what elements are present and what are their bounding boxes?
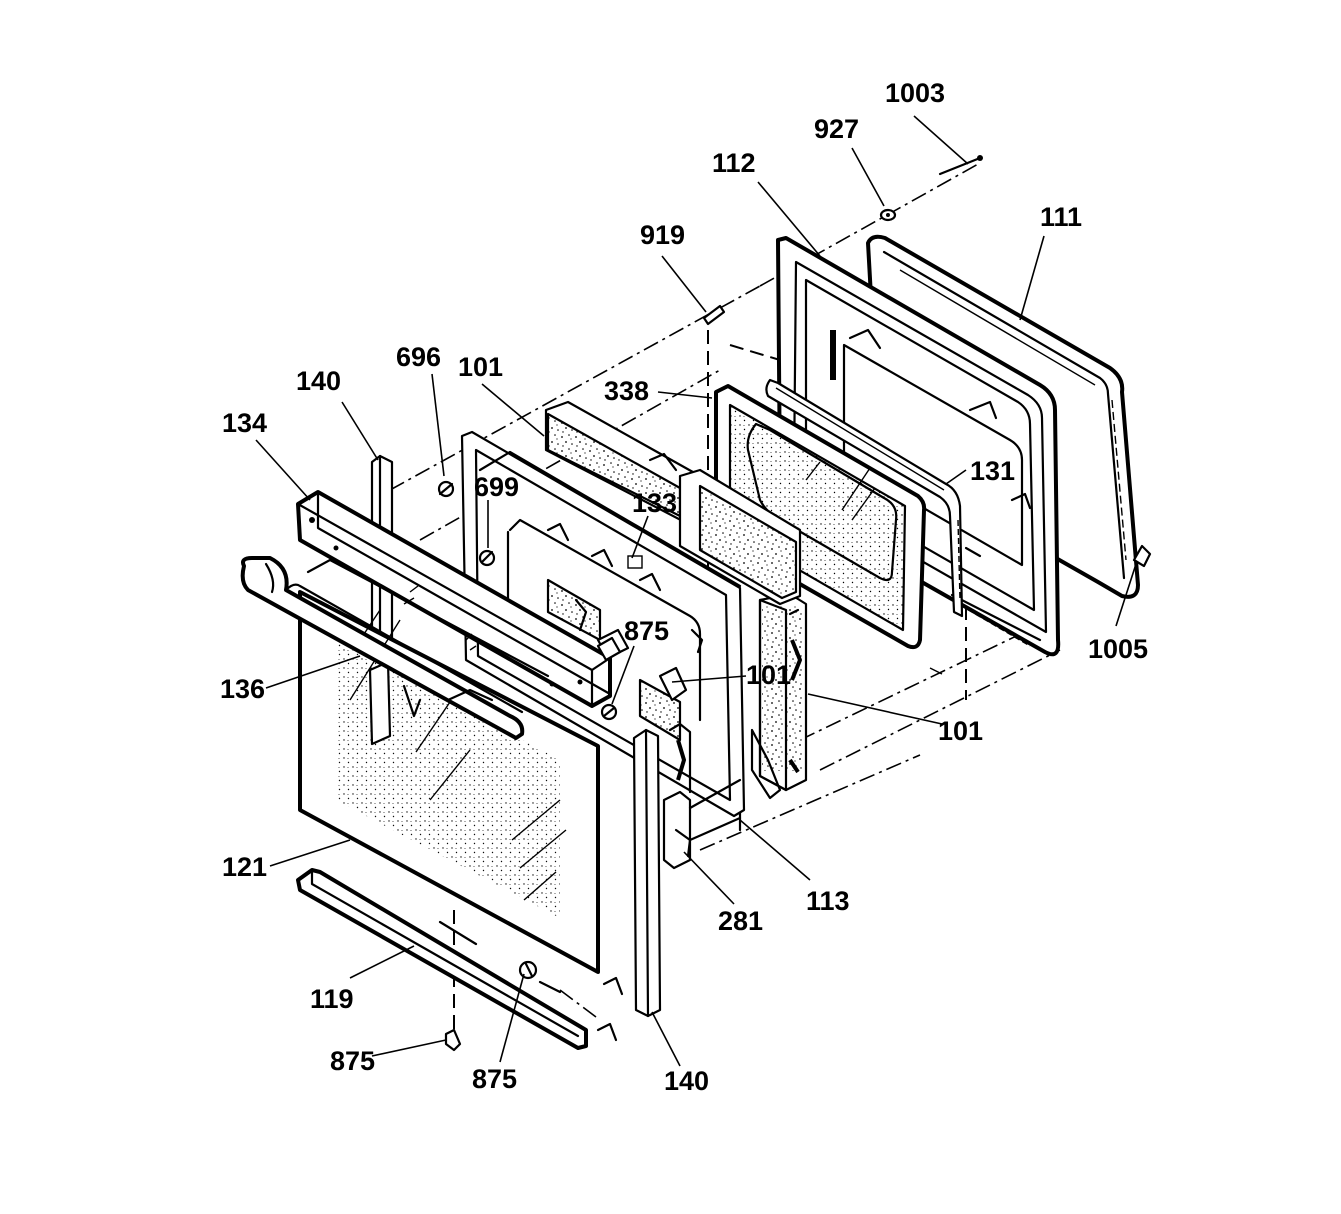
label-140-top: 140 bbox=[296, 366, 341, 396]
label-111: 111 bbox=[1040, 202, 1082, 232]
leader-lines bbox=[255, 115, 1137, 1067]
screw-699-icon bbox=[478, 549, 496, 567]
bottom-trim-119 bbox=[296, 868, 588, 1050]
label-696: 696 bbox=[396, 342, 441, 372]
label-101-mid: 101 bbox=[746, 660, 791, 690]
label-281: 281 bbox=[718, 906, 763, 936]
pin-919-icon bbox=[702, 304, 726, 326]
label-134: 134 bbox=[222, 408, 267, 438]
screw-696-icon bbox=[437, 480, 455, 498]
side-bracket-113 bbox=[738, 592, 808, 832]
label-140-bottom: 140 bbox=[664, 1066, 709, 1096]
part-number-labels: 1003 927 112 111 919 696 140 101 338 134… bbox=[220, 78, 1148, 1096]
label-112: 112 bbox=[712, 148, 756, 178]
label-919: 919 bbox=[640, 220, 685, 250]
outer-glass-121 bbox=[298, 558, 600, 974]
label-119: 119 bbox=[310, 984, 354, 1014]
door-handle-136 bbox=[240, 556, 525, 740]
label-875-bottom: 875 bbox=[472, 1064, 517, 1094]
label-875-bottom-left: 875 bbox=[330, 1046, 375, 1076]
screw-1005-icon bbox=[1132, 544, 1152, 568]
screw-1003-icon bbox=[938, 155, 983, 176]
hinge-281 bbox=[662, 722, 742, 870]
label-699: 699 bbox=[474, 472, 519, 502]
washer-927-icon bbox=[879, 208, 897, 222]
label-121: 121 bbox=[222, 852, 267, 882]
screw-875-mid-icon bbox=[600, 703, 618, 721]
label-101-right: 101 bbox=[938, 716, 983, 746]
window-glass-338 bbox=[714, 384, 927, 650]
label-927: 927 bbox=[814, 114, 859, 144]
label-131: 131 bbox=[970, 456, 1015, 486]
label-875-mid: 875 bbox=[624, 616, 669, 646]
inner-door-panel bbox=[460, 430, 746, 818]
glass-gasket-131 bbox=[765, 378, 964, 618]
side-trim-140-bottom bbox=[596, 728, 662, 1042]
label-136: 136 bbox=[220, 674, 265, 704]
hardware-screws bbox=[437, 155, 1152, 1052]
label-113: 113 bbox=[806, 886, 850, 916]
control-trim-134 bbox=[296, 490, 622, 708]
label-133: 133 bbox=[632, 488, 677, 518]
label-1005: 1005 bbox=[1088, 634, 1148, 664]
label-101-top: 101 bbox=[458, 352, 503, 382]
vent-duct-101 bbox=[544, 400, 802, 606]
screw-875-bottom-icon bbox=[444, 1028, 462, 1052]
label-338: 338 bbox=[604, 376, 649, 406]
label-1003: 1003 bbox=[885, 78, 945, 108]
